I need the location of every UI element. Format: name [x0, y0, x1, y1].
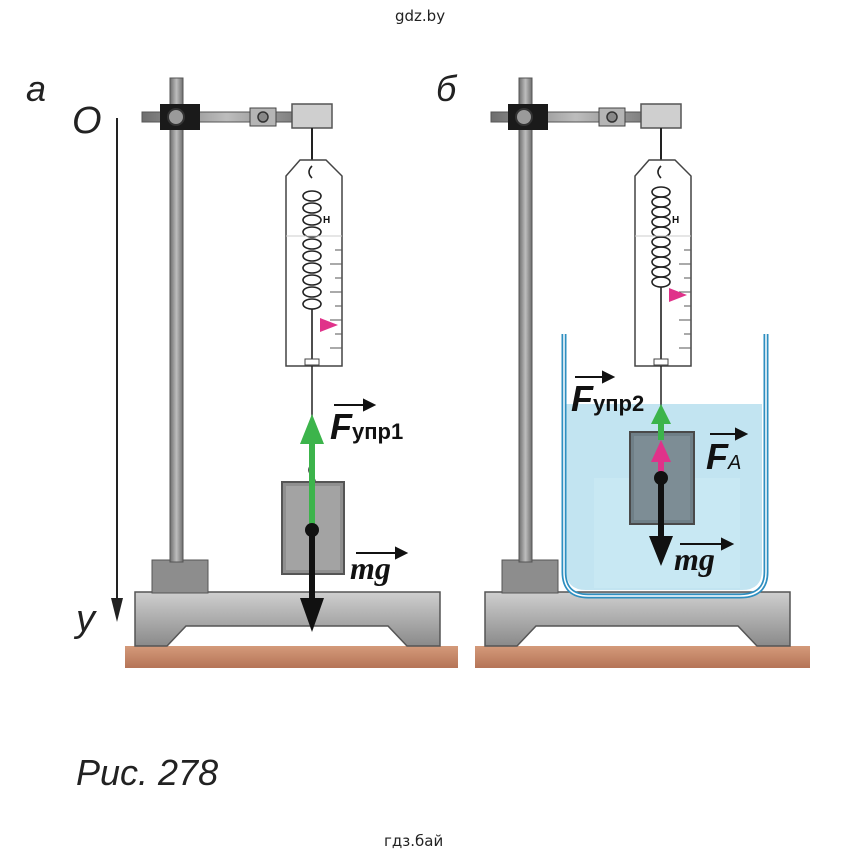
panel-b-label: б — [436, 68, 457, 109]
force-subscript-b: упр2 — [593, 391, 645, 416]
stand-foot-b — [501, 559, 559, 594]
elastic-force-arrow-b — [651, 404, 671, 440]
pointer-b — [669, 288, 687, 302]
stand-base-b — [484, 591, 791, 647]
scale-unit-b: Н — [672, 215, 680, 226]
table-a — [125, 646, 458, 668]
force-subscript-a: упр1 — [352, 419, 404, 444]
archimedes-force-label-b: FA — [706, 436, 741, 478]
weight-label-b: mg — [674, 541, 715, 577]
panel-b-stand — [475, 77, 810, 668]
y-axis — [111, 118, 123, 622]
panel-a-label: а — [26, 68, 47, 109]
scale-unit-a: Н — [323, 215, 331, 226]
weight-label-a: mg — [350, 550, 391, 586]
weight-arrow-a — [300, 523, 324, 632]
elastic-force-label-a: Fупр1 — [330, 406, 403, 448]
table-b — [475, 646, 810, 668]
vector-marks-a — [334, 398, 409, 560]
elastic-force-label-b: Fупр2 — [571, 378, 644, 420]
figure-caption: Рис. 278 — [76, 752, 219, 793]
origin-label: O — [72, 100, 102, 142]
watermark-top: gdz.by — [395, 7, 446, 25]
archimedes-symbol: F — [706, 436, 728, 477]
stand-foot-a — [151, 559, 209, 594]
dynamometer-b — [634, 159, 692, 432]
pointer-a — [320, 318, 338, 332]
watermark-bottom: гдз.бай — [384, 832, 444, 850]
panel-a-stand — [125, 77, 458, 668]
weight-arrow-b — [649, 471, 673, 566]
dynamometer-a — [285, 159, 343, 487]
stand-base-a — [134, 591, 441, 647]
stand-rod-b — [518, 77, 533, 563]
y-axis-label: y — [76, 598, 95, 640]
force-symbol-b: F — [571, 378, 593, 419]
elastic-force-arrow-a — [300, 414, 324, 530]
vector-marks-b — [575, 370, 749, 551]
stand-rod-a — [169, 77, 184, 563]
archimedes-subscript: A — [728, 452, 742, 474]
force-symbol-a: F — [330, 406, 352, 447]
